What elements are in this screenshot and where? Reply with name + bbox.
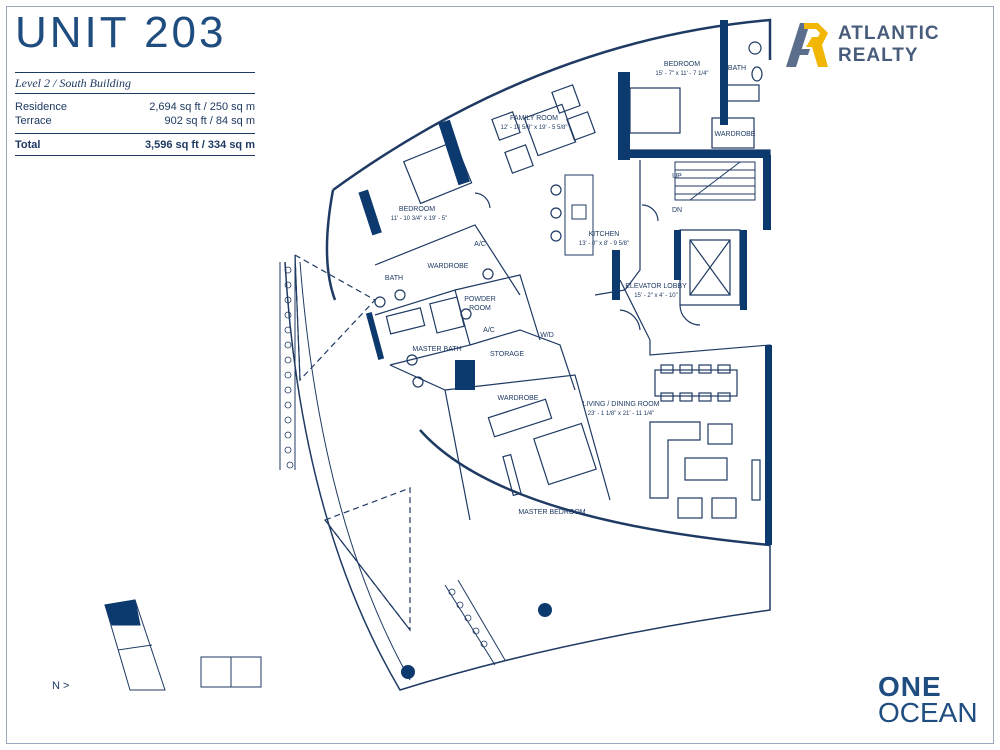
master-bed: [533, 422, 597, 486]
subtitle-rule: [15, 93, 255, 94]
terrace-label: Terrace: [15, 115, 52, 127]
bedroom-2-dims: 11' - 10 3/4" x 19' - 5": [391, 216, 447, 222]
bed-1: [629, 87, 681, 134]
exterior-wall: [332, 18, 772, 192]
family-room-dims: 12' - 10 5/8" x 19' - 5 5/8": [501, 125, 568, 131]
living-dining-dims: 23' - 1 1/8" x 21' - 11 1/4": [588, 411, 654, 417]
master-bath-label: MASTER BATH: [412, 346, 461, 353]
unit-title: UNIT 203: [15, 8, 227, 57]
powder-room-label-1: POWDER: [464, 296, 496, 303]
terrace-row: Terrace 902 sq ft / 84 sq m: [15, 115, 255, 127]
storage-label: STORAGE: [490, 351, 524, 358]
powder-room-label-2: ROOM: [469, 305, 491, 312]
wall-segment: [618, 72, 630, 160]
one-ocean-logo: ONE OCEAN: [878, 671, 978, 728]
stair-up-label: UP: [672, 173, 682, 180]
ac-1-label: A/C: [474, 241, 486, 248]
unit-subtitle: Level 2 / South Building: [15, 76, 131, 90]
brand-line2: OCEAN: [878, 697, 978, 728]
sofa: [649, 421, 701, 499]
bottom-rule: [15, 155, 255, 156]
total-label: Total: [15, 139, 41, 151]
kitchen-dims: 13' - 0" x 8' - 9 5/8": [579, 241, 629, 247]
elevator-lobby-dims: 15' - 2" x 4' - 10": [634, 293, 678, 299]
dining-table: [654, 369, 738, 397]
atlantic-realty-logo: ATLANTIC REALTY: [782, 19, 982, 71]
living-dining-label: LIVING / DINING ROOM: [582, 401, 659, 408]
ac-2-label: A/C: [483, 327, 495, 334]
total-value: 3,596 sq ft / 334 sq m: [144, 139, 255, 151]
logo-line1: ATLANTIC: [838, 23, 940, 44]
stair-dn-label: DN: [672, 207, 682, 214]
total-row: Total 3,596 sq ft / 334 sq m: [15, 139, 255, 151]
total-rule: [15, 133, 255, 134]
logo-line2: REALTY: [838, 45, 919, 66]
terrace-outline: [284, 261, 771, 691]
ar-monogram-icon: [786, 23, 828, 67]
south-facade: [419, 429, 771, 547]
master-bedroom-label: MASTER BEDROOM: [518, 509, 585, 516]
wardrobe-1-label: WARDROBE: [715, 131, 756, 138]
brand-line1: ONE: [878, 671, 942, 702]
kitchen-island: [564, 174, 594, 256]
stairs: [674, 161, 756, 201]
bath-2-label: BATH: [385, 275, 403, 282]
elevator-lobby-label: ELEVATOR LOBBY: [625, 283, 687, 290]
residence-value: 2,694 sq ft / 250 sq m: [149, 101, 255, 113]
bedroom-2-label: BEDROOM: [399, 206, 435, 213]
family-room-label: FAMILY ROOM: [510, 115, 558, 122]
wardrobe-2-label: WARDROBE: [428, 263, 469, 270]
key-plan: [104, 599, 262, 691]
column: [538, 603, 552, 617]
north-indicator: N >: [52, 680, 69, 692]
page-frame: [6, 6, 994, 744]
wardrobe-3-label: WARDROBE: [498, 395, 539, 402]
bedroom-1-dims: 15' - 7" x 11' - 7 1/4": [655, 71, 708, 77]
column: [401, 665, 415, 679]
north-label: N: [52, 680, 60, 692]
bath-1-label: BATH: [728, 65, 746, 72]
north-arrow-icon: >: [63, 680, 70, 692]
terrace-value: 902 sq ft / 84 sq m: [164, 115, 256, 127]
planter: [284, 266, 488, 648]
kitchen-label: KITCHEN: [589, 231, 620, 238]
residence-row: Residence 2,694 sq ft / 250 sq m: [15, 101, 255, 113]
bedroom-1-label: BEDROOM: [664, 61, 700, 68]
title-rule: [15, 72, 255, 73]
wd-label: W/D: [540, 332, 554, 339]
residence-label: Residence: [15, 101, 67, 113]
